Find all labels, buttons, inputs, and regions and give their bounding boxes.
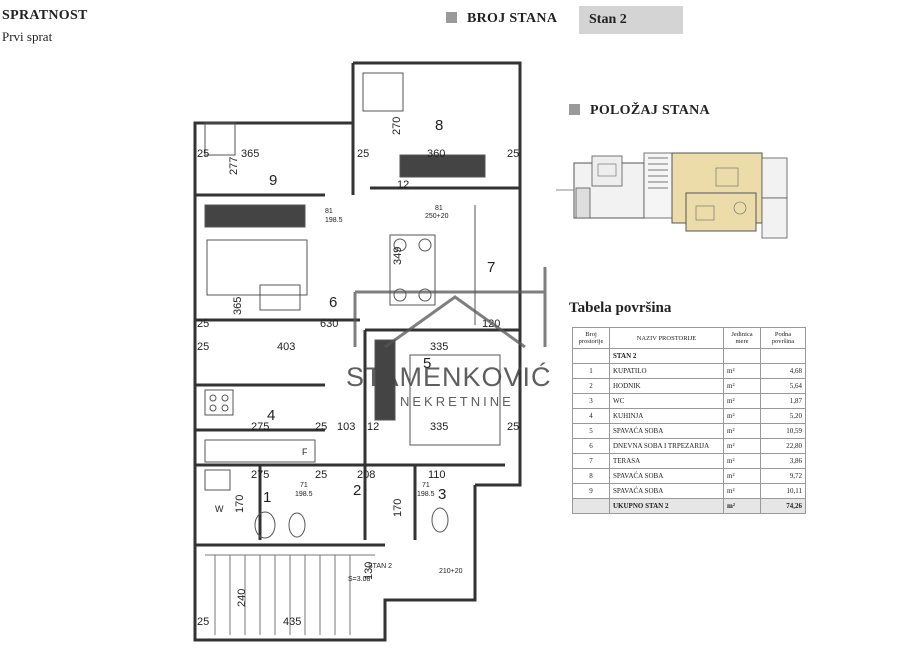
table-header: Jedinica mere <box>723 327 761 349</box>
dimension-label: 25 <box>507 421 519 433</box>
dimension-label: 12 <box>367 421 379 433</box>
room-number: 8 <box>435 117 443 134</box>
dimension-label: 25 <box>507 148 519 160</box>
floor-plan: 1 2 3 4 5 6 7 8 9 365 360 277 270 349 36… <box>193 61 522 642</box>
dimension-label: 360 <box>427 148 445 160</box>
room-number: 5 <box>423 355 431 372</box>
dimension-label: 110 <box>428 469 446 481</box>
position-label-wrap: POLOŽAJ STANA <box>569 103 710 119</box>
dimension-label: 25 <box>197 341 209 353</box>
square-bullet-icon <box>446 12 457 23</box>
dimension-label: 130 <box>363 562 375 580</box>
dimension-label: 25 <box>197 318 209 330</box>
square-bullet-icon <box>569 104 580 115</box>
dimension-label: 198.5 <box>325 217 343 224</box>
dimension-label: 210+20 <box>439 568 463 575</box>
dimension-label: S=3.08 <box>348 576 370 583</box>
dimension-label: 365 <box>232 297 244 315</box>
dimension-label: 250+20 <box>425 213 449 220</box>
dimension-label: 25 <box>357 148 369 160</box>
dimension-label: 25 <box>315 421 327 433</box>
dimension-label: 71 <box>422 482 430 489</box>
dimension-label: 275 <box>251 469 269 481</box>
dimension-label: 349 <box>392 247 404 265</box>
dimension-label: 335 <box>430 341 448 353</box>
room-number: 1 <box>263 489 271 506</box>
appliance-label: F <box>302 447 308 457</box>
table-header: Podna površina <box>760 327 806 349</box>
dimension-label: 25 <box>315 469 327 481</box>
watermark-logo <box>353 267 547 349</box>
appliance-label: W <box>215 504 224 514</box>
room-number: 2 <box>353 482 361 499</box>
dimension-label: 365 <box>241 148 259 160</box>
dimension-label: 103 <box>337 421 355 433</box>
table-group: STAN 2 <box>609 348 724 364</box>
table-header: NAZIV PROSTORIJE <box>609 327 724 349</box>
unit-label: BROJ STANA <box>467 11 558 26</box>
dimension-label: 12 <box>397 179 409 191</box>
unit-value-box: Stan 2 <box>579 6 683 34</box>
room-number: 3 <box>438 486 446 503</box>
dimension-label: 435 <box>283 616 301 628</box>
dimension-label: 81 <box>325 208 333 215</box>
room-number: 9 <box>269 172 277 189</box>
unit-label-wrap: BROJ STANA <box>446 11 557 27</box>
dimension-label: 198.5 <box>295 491 313 498</box>
watermark-name: STAMENKOVIĆ <box>346 362 552 392</box>
dimension-label: 81 <box>435 205 443 212</box>
key-plan <box>556 152 788 239</box>
dimension-label: 270 <box>391 117 403 135</box>
floor-value: Prvi sprat <box>2 29 53 44</box>
dimension-label: 630 <box>320 318 338 330</box>
dimension-label: 275 <box>251 421 269 433</box>
watermark-sub: NEKRETNINE <box>400 394 514 409</box>
dimension-label: 25 <box>197 148 209 160</box>
dimension-label: 335 <box>430 421 448 433</box>
dimension-label: 25 <box>197 616 209 628</box>
table-header: Broj prostorije <box>572 327 610 349</box>
dimension-label: 170 <box>234 495 246 513</box>
dimension-label: 198.5 <box>417 491 435 498</box>
dimension-label: 71 <box>300 482 308 489</box>
dimension-label: 277 <box>228 157 240 175</box>
room-number: 4 <box>267 407 275 424</box>
table-title: Tabela površina <box>569 300 672 316</box>
dimension-label: 403 <box>277 341 295 353</box>
area-table: Broj prostorije NAZIV PROSTORIJE Jedinic… <box>572 327 806 514</box>
position-label: POLOŽAJ STANA <box>590 103 710 118</box>
dimension-label: STAN 2 <box>368 563 392 570</box>
room-number: 6 <box>329 294 337 311</box>
room-number: 7 <box>487 259 495 276</box>
dimension-label: 170 <box>392 499 404 517</box>
dimension-label: 240 <box>236 589 248 607</box>
floor-label: SPRATNOST <box>2 8 88 23</box>
dimension-label: 208 <box>357 469 375 481</box>
